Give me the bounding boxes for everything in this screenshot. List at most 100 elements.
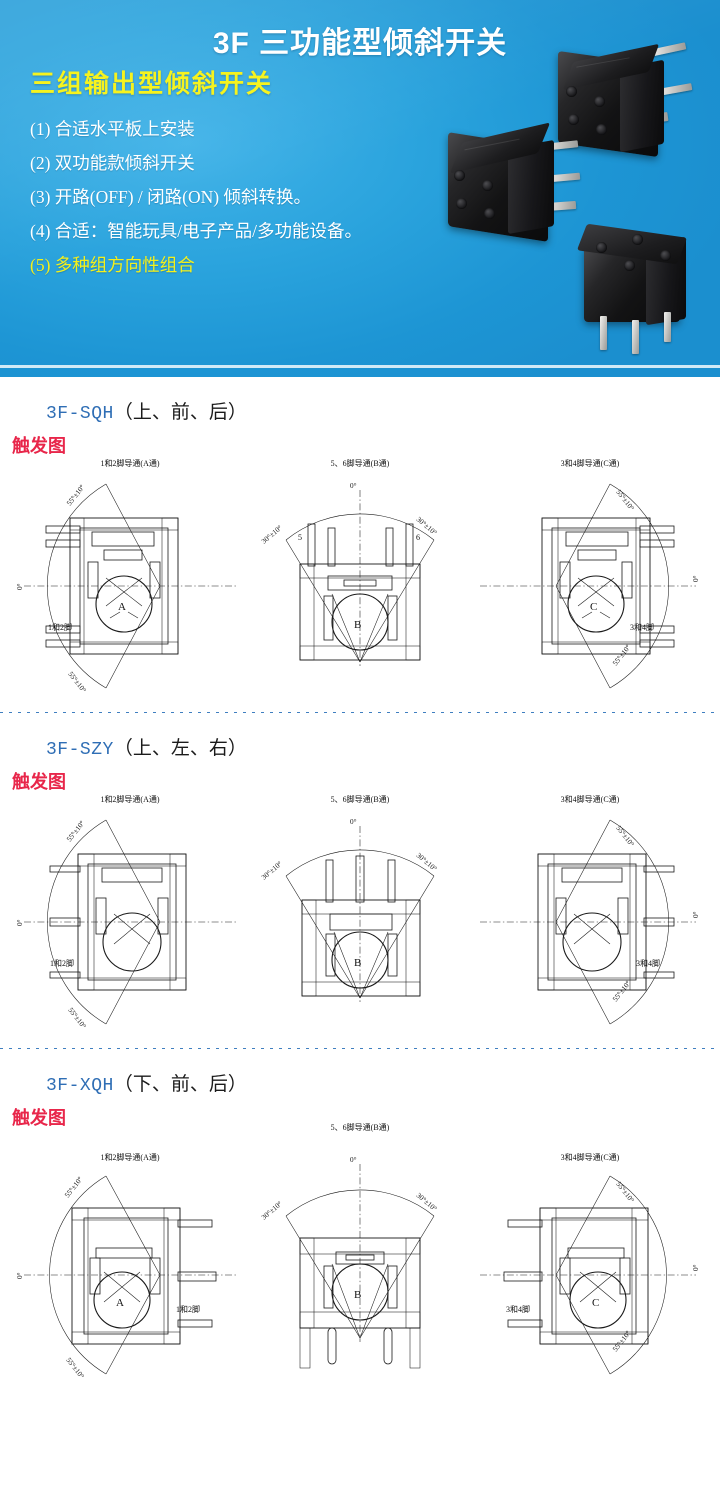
section-xqh: 3F-XQH（下、前、后） 触发图 1和2脚导通(A通) 55°±10° 55°… (0, 1049, 720, 1380)
list-item: (1) 合适水平板上安装 (30, 119, 195, 139)
axis-label: 0° (692, 575, 700, 582)
list-item: (5) 多种组方向性组合 (30, 255, 195, 275)
diagram-caption: 1和2脚导通(A通) (100, 795, 160, 804)
angle-bottom-label: 55°±10° (66, 1006, 87, 1030)
diagram-caption: 3和4脚导通(C通) (560, 459, 620, 468)
section-sqh: 3F-SQH（上、前、后） 触发图 1和2脚导通(A通) 55°±10° 55°… (0, 377, 720, 708)
pin-label: 1和2脚 (176, 1304, 200, 1314)
angle-left-label: 30°±10° (260, 860, 284, 882)
list-item: (2) 双功能款倾斜开关 (30, 153, 195, 173)
diagram-caption: 5、6脚导通(B通) (330, 1123, 390, 1132)
diagram-c: 3和4脚导通(C通) 55°±10° 55°±10° 0° (470, 794, 710, 1044)
model-orientation: （上、前、后） (113, 402, 247, 423)
axis-label: 0° (16, 919, 24, 926)
diagram-b-svg: 0° 30°±10° 30°±10° B (260, 1156, 439, 1369)
diagram-a: 1和2脚导通(A通) 55°±10° 55°±10° 0° (10, 1152, 250, 1402)
angle-left-label: 30°±10° (260, 1200, 284, 1222)
diagram-b-svg: 0° 30°±10° 30°±10° B (260, 818, 439, 1002)
angle-top-label: 55°±10° (614, 824, 635, 848)
angle-bottom-label: 55°±10° (66, 670, 87, 694)
pin-label: 3和4脚 (630, 622, 654, 632)
diagram-caption: 3和4脚导通(C通) (560, 1153, 620, 1162)
angle-bottom-label: 55°±10° (64, 1356, 85, 1380)
product-photo-left (448, 122, 598, 265)
diagram-c-svg: 55°±10° 55°±10° 0° (480, 483, 700, 689)
hero-divider (0, 365, 720, 368)
diagram-b-svg: 0° 30°±10° 30°±10° 5 6 (260, 482, 438, 666)
diagram-caption: 5、6脚导通(B通) (330, 795, 390, 804)
trigger-label: 触发图 (12, 1108, 66, 1128)
angle-bottom-label: 55°±10° (611, 979, 632, 1003)
diagram-a-svg: 55°±10° 55°±10° 0° A (16, 1175, 236, 1380)
diagram-caption: 1和2脚导通(A通) (100, 459, 160, 468)
angle-right-label: 30°±10° (415, 851, 439, 873)
feature-list: (1) 合适水平板上安装 (2) 双功能款倾斜开关 (3) 开路(OFF) / … (30, 112, 460, 282)
angle-top-label: 55°±10° (614, 1180, 635, 1204)
diagram-caption: 1和2脚导通(A通) (100, 1153, 160, 1162)
diagram-a-svg: 55°±10° 55°±10° 0° (16, 819, 236, 1030)
diagram-caption: 3和4脚导通(C通) (560, 795, 620, 804)
pin-label: 1和2脚 (48, 622, 72, 632)
axis-label: 0° (16, 1272, 24, 1279)
diagram-caption: 5、6脚导通(B通) (330, 459, 390, 468)
axis-label: 0° (350, 482, 357, 490)
model-orientation: （下、前、后） (113, 1074, 247, 1095)
diagram-b: 5、6脚导通(B通) 0° 30°±10° 30°±10° (240, 1122, 480, 1372)
angle-top-label: 55°±10° (65, 819, 86, 843)
pin-label: 3和4脚 (636, 958, 660, 968)
product-photos (440, 34, 720, 364)
axis-label: 0° (16, 583, 24, 590)
diagram-row: 1和2脚导通(A通) 55°±10° 55°±10° 0° (0, 458, 720, 708)
ball-letter: B (354, 957, 361, 969)
section-divider-2 (0, 1048, 720, 1049)
diagram-c: 3和4脚导通(C通) 55°±10° 55°±10° 0° (470, 1152, 710, 1402)
diagram-c: 3和4脚导通(C通) 55°±10° 55°±10° 0° (470, 458, 710, 708)
ball-letter: B (354, 619, 361, 631)
angle-bottom-label: 55°±10° (611, 643, 632, 667)
section-heading: 3F-XQH（下、前、后） (0, 1049, 720, 1096)
hero-subtitle: 三组输出型倾斜开关 (30, 70, 274, 98)
model-name: 3F-XQH (46, 1076, 114, 1096)
ball-letter: A (116, 1297, 124, 1309)
axis-label: 0° (350, 1156, 357, 1164)
section-divider-1 (0, 712, 720, 713)
diagram-b: 5、6脚导通(B通) 0° 30°±10° 30°±10° (240, 794, 480, 1044)
page-title: 3F 三功能型倾斜开关 (212, 27, 508, 60)
section-heading: 3F-SQH（上、前、后） (0, 377, 720, 424)
product-photo-bottom (576, 220, 716, 360)
section-szy: 3F-SZY（上、左、右） 触发图 1和2脚导通(A通) 55°±10° 55°… (0, 713, 720, 1044)
diagram-c-svg: 55°±10° 55°±10° 0° (480, 819, 700, 1025)
angle-top-label: 55°±10° (65, 483, 86, 507)
ball-letter: C (592, 1297, 599, 1309)
model-orientation: （上、左、右） (113, 738, 247, 759)
diagram-row: 1和2脚导通(A通) 55°±10° 55°±10° 0° (0, 1123, 720, 1380)
product-photo-top (558, 42, 698, 182)
angle-bottom-label: 55°±10° (611, 1329, 632, 1353)
diagram-row: 1和2脚导通(A通) 55°±10° 55°±10° 0° (0, 794, 720, 1044)
ball-letter: C (590, 601, 597, 613)
diagram-a: 1和2脚导通(A通) 55°±10° 55°±10° 0° (10, 458, 250, 708)
list-item: (4) 合适：智能玩具/电子产品/多功能设备。 (30, 221, 363, 241)
angle-right-label: 30°±10° (415, 1191, 439, 1213)
list-item: (3) 开路(OFF) / 闭路(ON) 倾斜转换。 (30, 187, 311, 207)
section-heading: 3F-SZY（上、左、右） (0, 713, 720, 760)
pin-label: 1和2脚 (50, 958, 74, 968)
axis-label: 0° (692, 911, 700, 918)
trigger-label: 触发图 (12, 772, 66, 792)
axis-label: 0° (350, 818, 357, 826)
angle-left-label: 30°±10° (260, 524, 284, 546)
diagram-a: 1和2脚导通(A通) 55°±10° 55°±10° 0° (10, 794, 250, 1044)
ball-letter: A (118, 601, 126, 613)
angle-top-label: 55°±10° (614, 488, 635, 512)
axis-label: 0° (692, 1264, 700, 1271)
model-name: 3F-SZY (46, 740, 114, 760)
pin-left-label: 5 (298, 533, 302, 542)
pin-label: 3和4脚 (506, 1304, 530, 1314)
ball-letter: B (354, 1289, 361, 1301)
hero-banner: 3F 三功能型倾斜开关 三组输出型倾斜开关 (1) 合适水平板上安装 (2) 双… (0, 0, 720, 377)
diagram-b: 5、6脚导通(B通) 0° 30°±10° 30°±10° (240, 458, 480, 708)
diagram-c-svg: 55°±10° 55°±10° 0° (480, 1175, 700, 1375)
diagram-a-svg: 55°±10° 55°±10° 0° (16, 483, 236, 694)
model-name: 3F-SQH (46, 404, 114, 424)
trigger-label: 触发图 (12, 436, 66, 456)
